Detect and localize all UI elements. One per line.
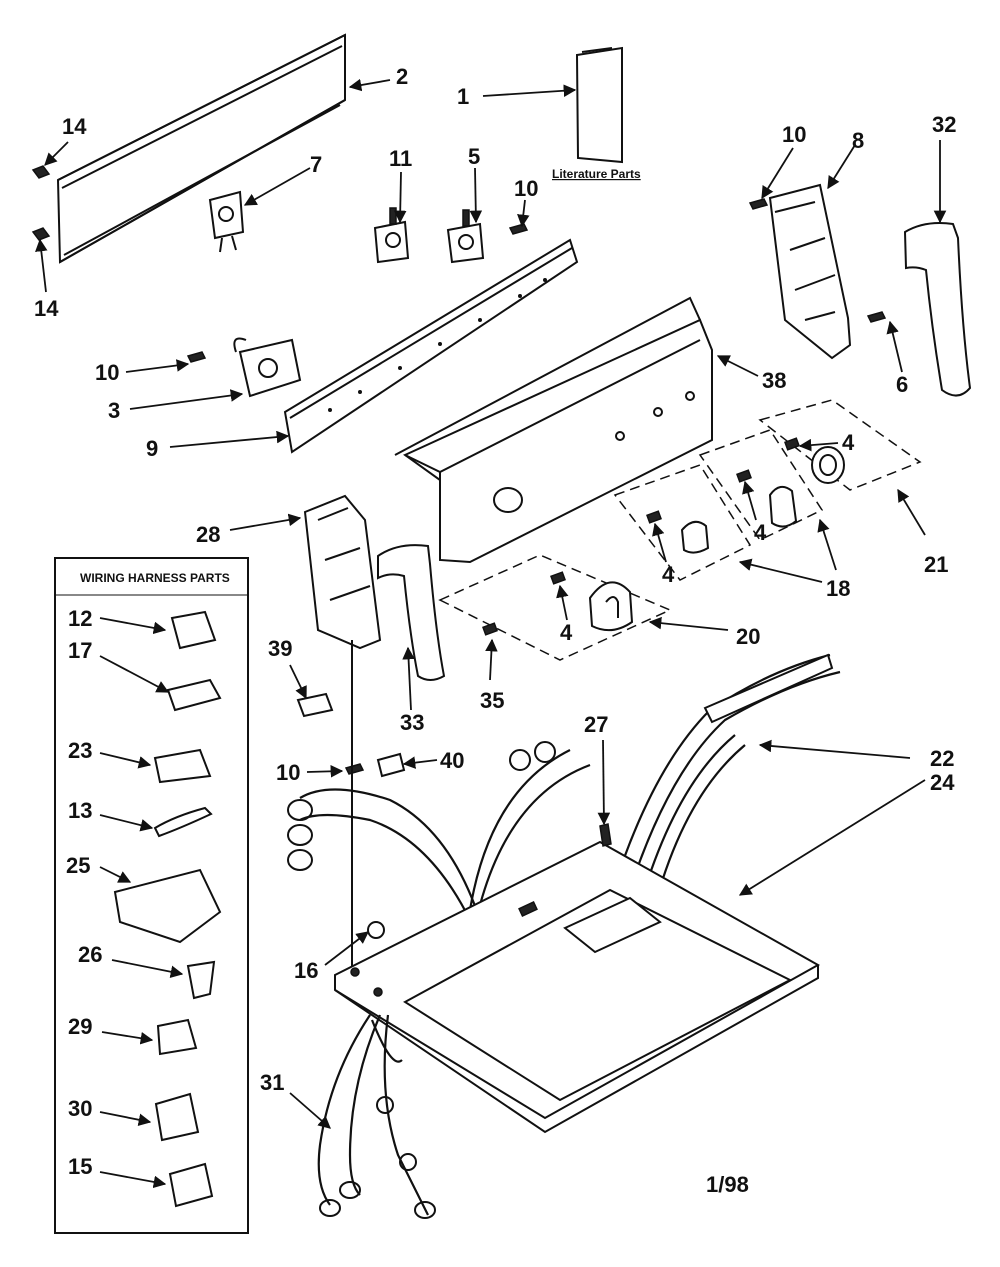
lower-harness-part xyxy=(317,1014,436,1219)
clip-part xyxy=(296,692,334,718)
callout-24: 24 xyxy=(930,770,955,795)
screw-part xyxy=(508,223,529,235)
callout-5: 5 xyxy=(468,144,480,169)
grommet-part xyxy=(367,921,385,939)
knob-part xyxy=(588,446,845,632)
harness-box-labels: WIRING HARNESS PARTS 12 17 23 13 25 26 2… xyxy=(66,571,230,1179)
callout-4-c: 4 xyxy=(662,562,675,587)
callout-3: 3 xyxy=(108,398,120,423)
callout-20: 20 xyxy=(736,624,760,649)
harness-item-15: 15 xyxy=(68,1154,92,1179)
callout-10-lower: 10 xyxy=(276,760,300,785)
callout-18: 18 xyxy=(826,576,850,601)
leader-lines xyxy=(35,78,947,1189)
dryer-top-part xyxy=(334,840,821,1134)
callout-9: 9 xyxy=(146,436,158,461)
literature-parts-label: Literature Parts xyxy=(552,167,641,181)
callout-38: 38 xyxy=(762,368,786,393)
callout-16: 16 xyxy=(294,958,318,983)
harness-item-30: 30 xyxy=(68,1096,92,1121)
control-bracket-part xyxy=(283,238,579,454)
harness-parts-box xyxy=(54,557,249,1234)
end-cap-trim-part xyxy=(903,222,972,397)
callout-10-right: 10 xyxy=(782,122,806,147)
callout-6: 6 xyxy=(896,372,908,397)
callout-4-a: 4 xyxy=(842,430,855,455)
end-cap-left-part xyxy=(303,494,382,650)
harness-item-13: 13 xyxy=(68,798,92,823)
callout-32: 32 xyxy=(932,112,956,137)
callout-10-center: 10 xyxy=(514,176,538,201)
callout-22: 22 xyxy=(930,746,954,771)
callout-1: 1 xyxy=(457,84,469,109)
control-console-part xyxy=(394,296,713,564)
screw-part xyxy=(748,198,887,323)
switch-part xyxy=(208,190,245,253)
callout-2: 2 xyxy=(396,64,408,89)
date-code: 1/98 xyxy=(706,1172,749,1197)
harness-item-17: 17 xyxy=(68,638,92,663)
callout-4-b: 4 xyxy=(754,520,767,545)
end-cap-right-part xyxy=(768,183,852,360)
harness-item-26: 26 xyxy=(78,942,102,967)
harness-item-29: 29 xyxy=(68,1014,92,1039)
rear-panel-part xyxy=(56,33,346,264)
callout-7: 7 xyxy=(310,152,322,177)
harness-item-25: 25 xyxy=(66,853,90,878)
callout-33: 33 xyxy=(400,710,424,735)
harness-box-title: WIRING HARNESS PARTS xyxy=(80,571,230,585)
connector-part xyxy=(344,752,406,778)
callout-35: 35 xyxy=(480,688,504,713)
callout-14-bottom: 14 xyxy=(34,296,59,321)
callout-8: 8 xyxy=(852,128,864,153)
control-switch-part xyxy=(373,207,485,264)
end-cap-trim-left-part xyxy=(377,544,446,681)
timer-part xyxy=(233,337,302,398)
harness-bundle-left xyxy=(287,741,591,921)
callout-14-top: 14 xyxy=(62,114,87,139)
callout-39: 39 xyxy=(268,636,292,661)
literature-part xyxy=(575,46,623,164)
callout-27: 27 xyxy=(584,712,608,737)
screw-part xyxy=(186,351,207,363)
harness-item-23: 23 xyxy=(68,738,92,763)
screw-part xyxy=(31,165,51,241)
callout-21: 21 xyxy=(924,552,948,577)
callout-40: 40 xyxy=(440,748,464,773)
callout-4-d: 4 xyxy=(560,620,573,645)
callout-31: 31 xyxy=(260,1070,284,1095)
callout-labels: 2 1 14 14 7 11 5 10 10 8 32 6 38 10 3 9 … xyxy=(34,64,956,1095)
harness-item-12: 12 xyxy=(68,606,92,631)
knob-clip-part xyxy=(482,437,800,636)
callout-28: 28 xyxy=(196,522,220,547)
callout-10-left: 10 xyxy=(95,360,119,385)
callout-11: 11 xyxy=(389,146,412,171)
